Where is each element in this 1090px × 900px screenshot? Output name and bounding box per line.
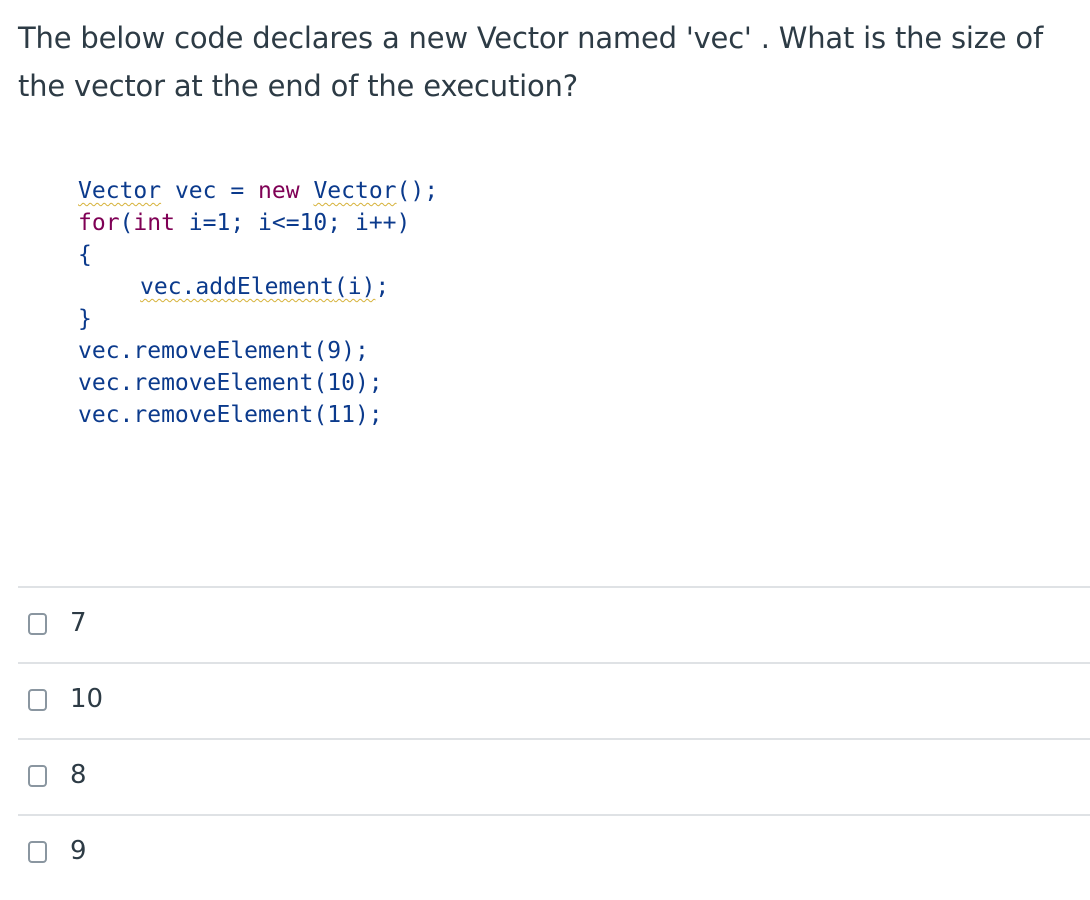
code-token: vec.addElement: [140, 274, 334, 300]
code-token: ();: [396, 178, 439, 204]
code-token: (: [119, 210, 134, 236]
answer-label: 9: [70, 836, 87, 866]
code-line-7: vec.removeElement(10);: [78, 370, 383, 396]
answer-option-4[interactable]: 9: [18, 814, 1090, 890]
answer-checkbox[interactable]: [28, 765, 47, 787]
code-keyword: new: [258, 178, 300, 204]
answer-label: 8: [70, 760, 87, 790]
code-line-1: Vector vec = new Vector();: [78, 175, 438, 207]
code-token: vec =: [161, 178, 259, 204]
code-token: (i): [333, 274, 376, 300]
code-line-5: }: [78, 306, 92, 332]
question-text: The below code declares a new Vector nam…: [18, 21, 1043, 103]
code-token: ;: [375, 274, 390, 300]
answer-label: 10: [70, 684, 104, 714]
code-token: i=1; i<=10; i++): [174, 210, 411, 236]
code-line-2: for(int i=1; i<=10; i++): [78, 207, 410, 239]
code-line-6: vec.removeElement(9);: [78, 338, 369, 364]
code-token: Vector: [313, 178, 397, 204]
code-line-8: vec.removeElement(11);: [78, 402, 383, 428]
answer-option-2[interactable]: 10: [18, 662, 1090, 738]
answer-option-1[interactable]: 7: [18, 586, 1090, 662]
answer-option-3[interactable]: 8: [18, 738, 1090, 814]
answer-checkbox[interactable]: [28, 613, 47, 635]
answer-checkbox[interactable]: [28, 689, 47, 711]
code-keyword: for: [78, 210, 120, 236]
code-token: [300, 178, 314, 204]
code-line-3: {: [78, 242, 92, 268]
answer-label: 7: [70, 608, 87, 638]
code-keyword: int: [133, 210, 175, 236]
answer-checkbox[interactable]: [28, 841, 47, 863]
code-line-4: vec.addElement(i);: [140, 271, 389, 303]
code-snippet-image: Vector vec = new Vector(); for(int i=1; …: [78, 175, 498, 440]
code-token: Vector: [78, 178, 162, 204]
